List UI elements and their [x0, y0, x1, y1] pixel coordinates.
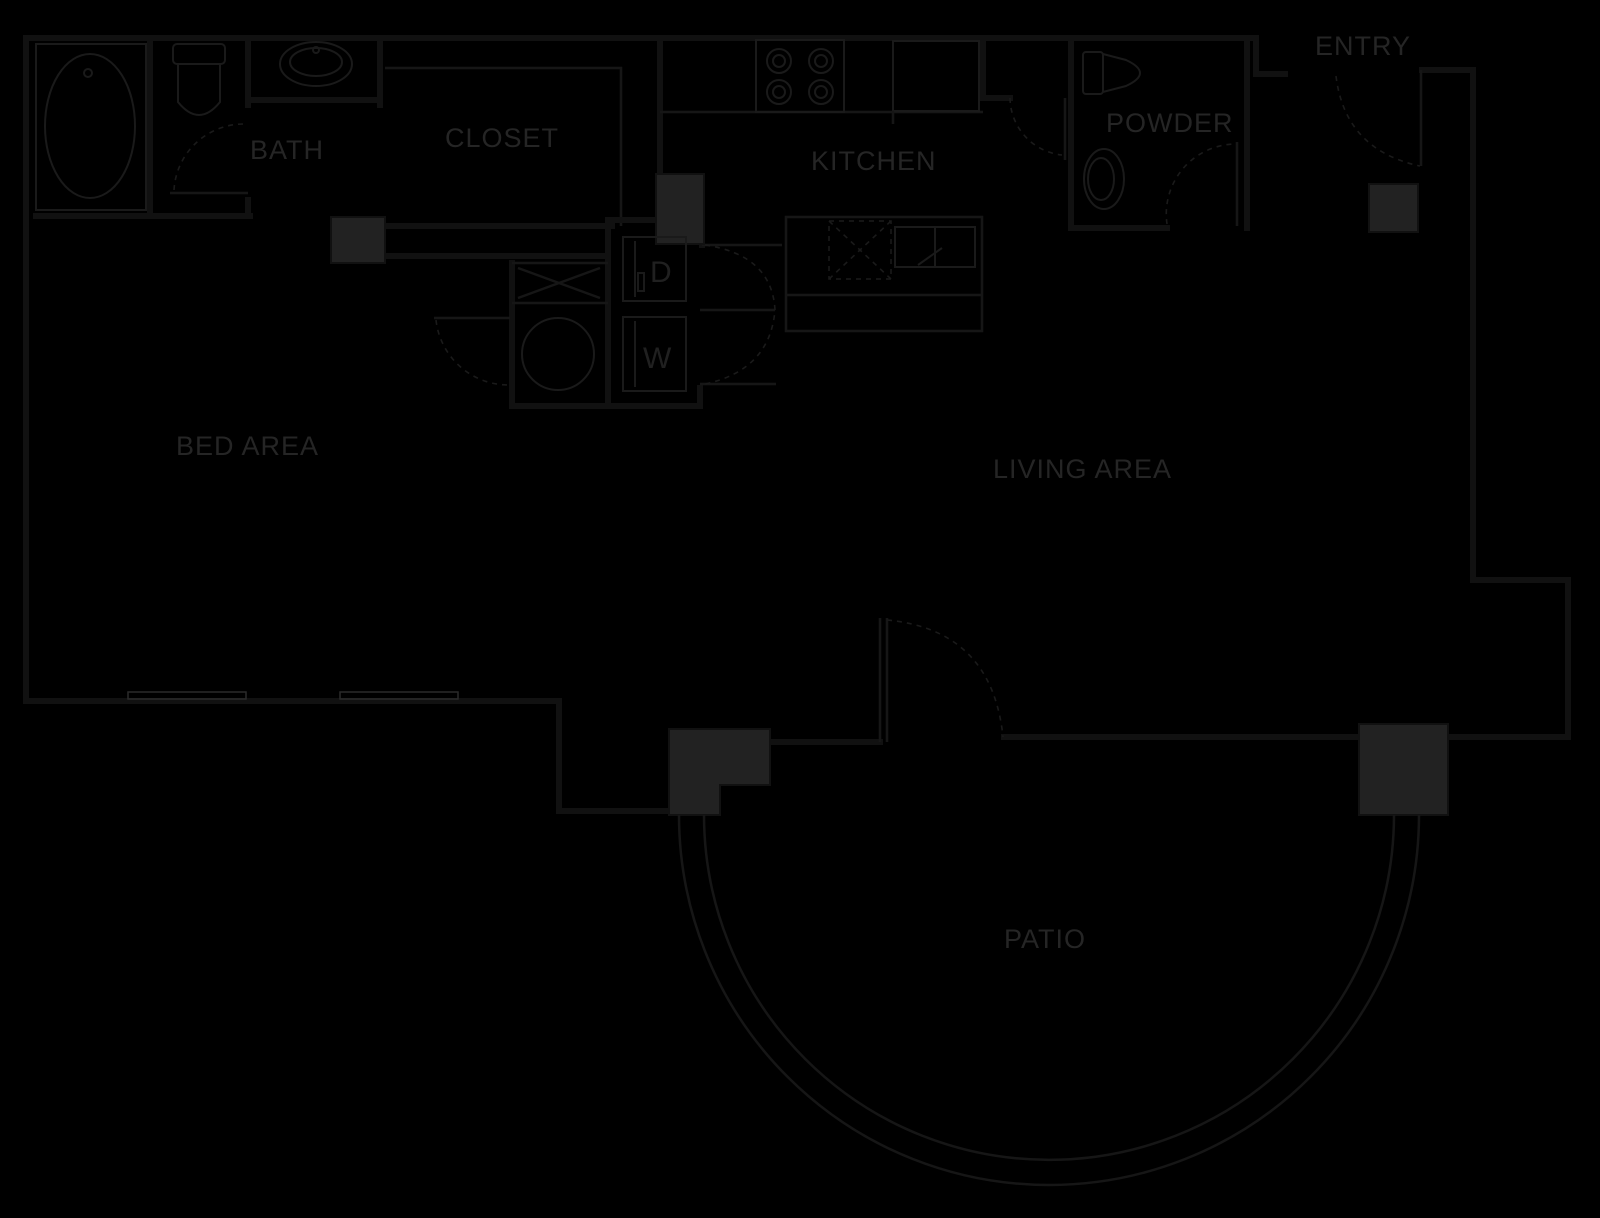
label-entry: ENTRY	[1315, 31, 1411, 61]
patio-railing	[677, 814, 1421, 1187]
stove	[755, 39, 845, 113]
interior-walls	[33, 35, 1423, 742]
label-kitchen: KITCHEN	[811, 146, 937, 176]
column-patio-right	[1358, 723, 1449, 816]
bath-sink	[279, 41, 353, 87]
laundry-door-swing-left	[435, 319, 510, 386]
water-heater	[517, 266, 601, 391]
dishwasher	[828, 220, 892, 280]
powder-door-swing	[1165, 143, 1238, 225]
closet-door-swing	[1009, 97, 1063, 156]
label-bed-area: BED AREA	[176, 431, 319, 461]
kitchen-door-swing	[704, 244, 776, 385]
kitchen-island	[784, 215, 984, 333]
washer: W	[622, 316, 687, 392]
dryer-label: D	[650, 256, 672, 289]
label-closet: CLOSET	[445, 123, 559, 153]
powder-sink	[1083, 148, 1125, 210]
bathtub	[35, 43, 147, 211]
bed-windows	[127, 691, 459, 700]
washer-label: W	[643, 342, 672, 375]
columns	[330, 173, 1449, 816]
column-kitchen	[655, 173, 705, 245]
label-bath: BATH	[250, 135, 324, 165]
label-living-area: LIVING AREA	[993, 454, 1172, 484]
exterior-walls	[23, 35, 1571, 814]
column-patio-left	[668, 728, 771, 816]
column-entry	[1368, 183, 1419, 233]
bath-door-swing	[173, 123, 245, 191]
entry-door-swing	[1335, 75, 1421, 167]
powder-toilet	[1082, 51, 1141, 95]
patio-door-swing	[886, 619, 1004, 738]
label-patio: PATIO	[1004, 924, 1086, 954]
column-bath	[330, 216, 386, 264]
label-powder: POWDER	[1106, 108, 1234, 138]
bath-toilet	[172, 43, 226, 116]
dryer: D	[622, 236, 687, 302]
refrigerator	[891, 40, 980, 124]
